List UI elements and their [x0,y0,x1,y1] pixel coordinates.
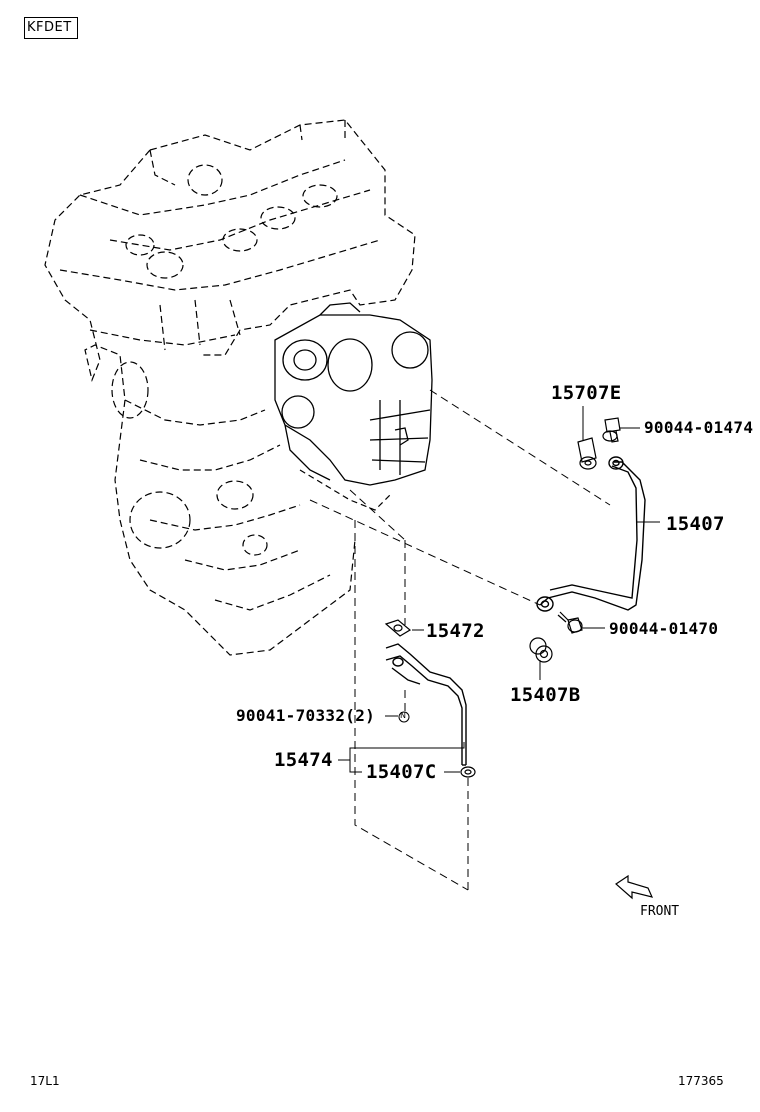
engine-code: KFDET [27,20,72,35]
callout-90044-01474: 90044-01474 [644,418,754,437]
gasket-15707e [577,437,597,470]
footer-left-code: 17L1 [30,1074,60,1088]
phantom-leaders [309,389,611,891]
n-marker-circle [398,711,410,723]
front-label: FRONT [640,904,680,919]
callout-15407: 15407 [666,513,725,535]
oil-feed-pipe [536,456,646,612]
front-arrow-icon [615,874,654,900]
gasket-15407b [529,637,553,663]
callout-15407b: 15407B [510,684,581,706]
engine-code-box: KFDET [24,17,78,39]
callout-leaders [338,406,660,773]
callout-15707e: 15707E [551,382,622,404]
turbocharger [274,302,433,486]
footer-right-code: 177365 [678,1074,724,1088]
callout-90041-70332: 90041-70332(2) [236,706,376,725]
callout-15472: 15472 [426,620,485,642]
bolt-90044-01474 [602,417,621,443]
gasket-15407c [460,766,476,778]
bolt-90044-01470 [557,611,583,634]
gasket-15472 [384,619,412,637]
callout-15474: 15474 [274,749,333,771]
engine-block-outline [44,119,416,656]
n-marker-label: N [400,711,406,720]
turbo-bracket [299,469,391,511]
callout-90044-01470: 90044-01470 [609,619,719,638]
oil-return-hose [385,643,467,766]
callout-15407c: 15407C [366,761,437,783]
